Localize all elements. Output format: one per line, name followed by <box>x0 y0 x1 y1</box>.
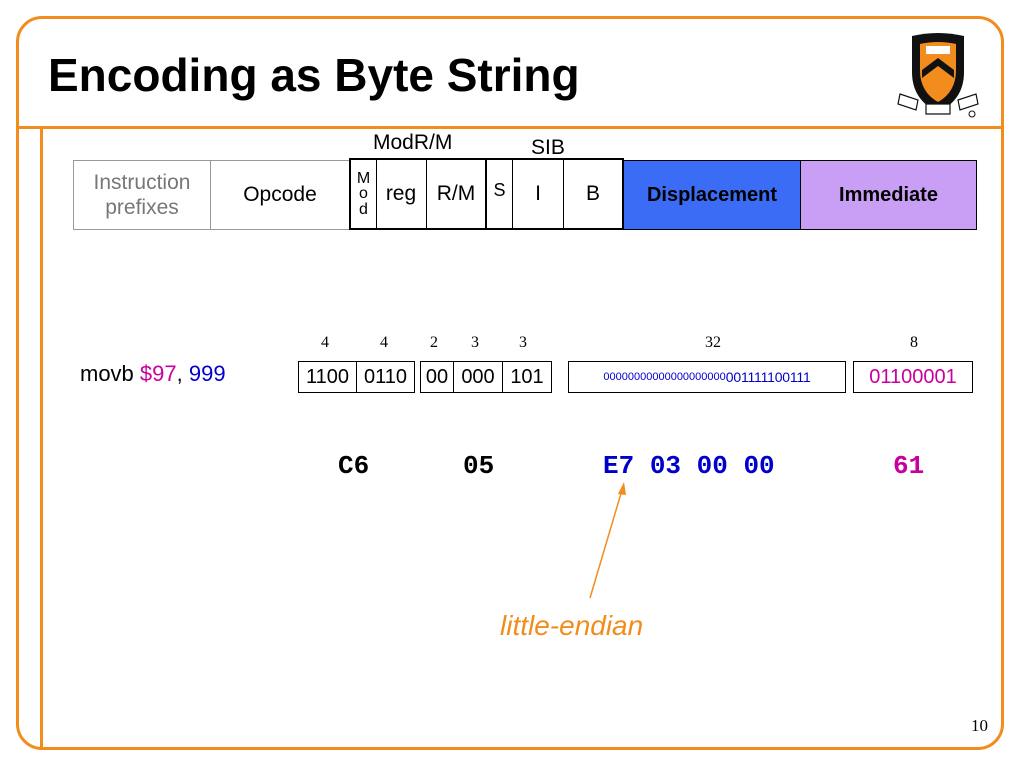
index-label: I <box>535 182 541 206</box>
slide-title: Encoding as Byte String <box>48 49 580 101</box>
bit-width-opcode-hi: 4 <box>321 334 329 351</box>
hex-modrm: 05 <box>463 451 495 481</box>
instruction-mnemonic: movb <box>80 361 140 386</box>
reg-label: reg <box>385 182 417 206</box>
binary-rm: 101 <box>502 361 552 393</box>
prefixes-label-line1: Instruction <box>93 170 191 194</box>
instruction-displacement: 999 <box>188 361 226 386</box>
hex-opcode: C6 <box>338 451 370 481</box>
binary-opcode-hi: 1100 <box>298 361 357 393</box>
hex-immediate: 61 <box>893 451 925 481</box>
little-endian-annotation: little-endian <box>500 610 644 641</box>
base-label: B <box>585 182 600 206</box>
left-rule <box>40 126 43 750</box>
scale-field: S <box>487 160 513 228</box>
page-number: 10 <box>971 716 988 735</box>
base-field: B <box>564 160 622 228</box>
bit-width-opcode-lo: 4 <box>380 334 388 351</box>
instruction-immediate: $97 <box>139 361 177 386</box>
index-field: I <box>513 160 564 228</box>
slide-frame <box>16 16 1004 750</box>
title-divider <box>16 126 1004 129</box>
modrm-sib-group: M o d reg R/M S I B <box>349 158 624 230</box>
scale-label: S <box>493 180 506 200</box>
instruction-separator: , <box>176 361 189 386</box>
binary-mod: 00 <box>420 361 454 393</box>
mod-letter-d: d <box>359 200 368 218</box>
binary-disp-zeros: 00000000000000000000 <box>603 371 726 383</box>
opcode-label: Opcode <box>243 183 317 207</box>
princeton-shield-logo <box>897 33 979 118</box>
opcode-field: Opcode <box>210 160 350 230</box>
modrm-label: ModR/M <box>373 131 453 154</box>
bit-width-displacement: 32 <box>705 334 721 351</box>
bit-width-immediate: 8 <box>910 334 918 351</box>
hex-disp-first-byte: E7 <box>603 451 635 481</box>
mod-letter-m: M <box>356 170 371 188</box>
mod-field: M o d <box>351 160 377 228</box>
prefixes-label-line2: prefixes <box>105 196 179 219</box>
immediate-label: Immediate <box>839 184 938 206</box>
bit-width-mod: 2 <box>430 334 438 351</box>
rm-label: R/M <box>436 182 476 206</box>
hex-displacement: E7 03 00 00 <box>603 451 775 481</box>
binary-reg: 000 <box>453 361 503 393</box>
mod-letter-o: o <box>359 185 368 203</box>
little-endian-arrow <box>589 482 626 599</box>
displacement-field: Displacement <box>623 160 801 230</box>
binary-disp-bits: 001111100111 <box>725 369 811 385</box>
reg-field: reg <box>376 160 427 228</box>
bit-width-reg: 3 <box>471 334 479 351</box>
rm-field: R/M <box>427 160 487 228</box>
immediate-field: Immediate <box>800 160 977 230</box>
example-instruction: movb $97, 999 <box>80 361 226 387</box>
binary-immediate: 01100001 <box>853 361 973 393</box>
displacement-label: Displacement <box>646 184 778 206</box>
sib-label: SIB <box>531 136 565 159</box>
prefixes-field: Instruction prefixes <box>73 160 211 230</box>
binary-opcode-lo: 0110 <box>356 361 415 393</box>
hex-disp-remaining-bytes: 03 00 00 <box>649 451 775 481</box>
bit-width-rm: 3 <box>519 334 527 351</box>
